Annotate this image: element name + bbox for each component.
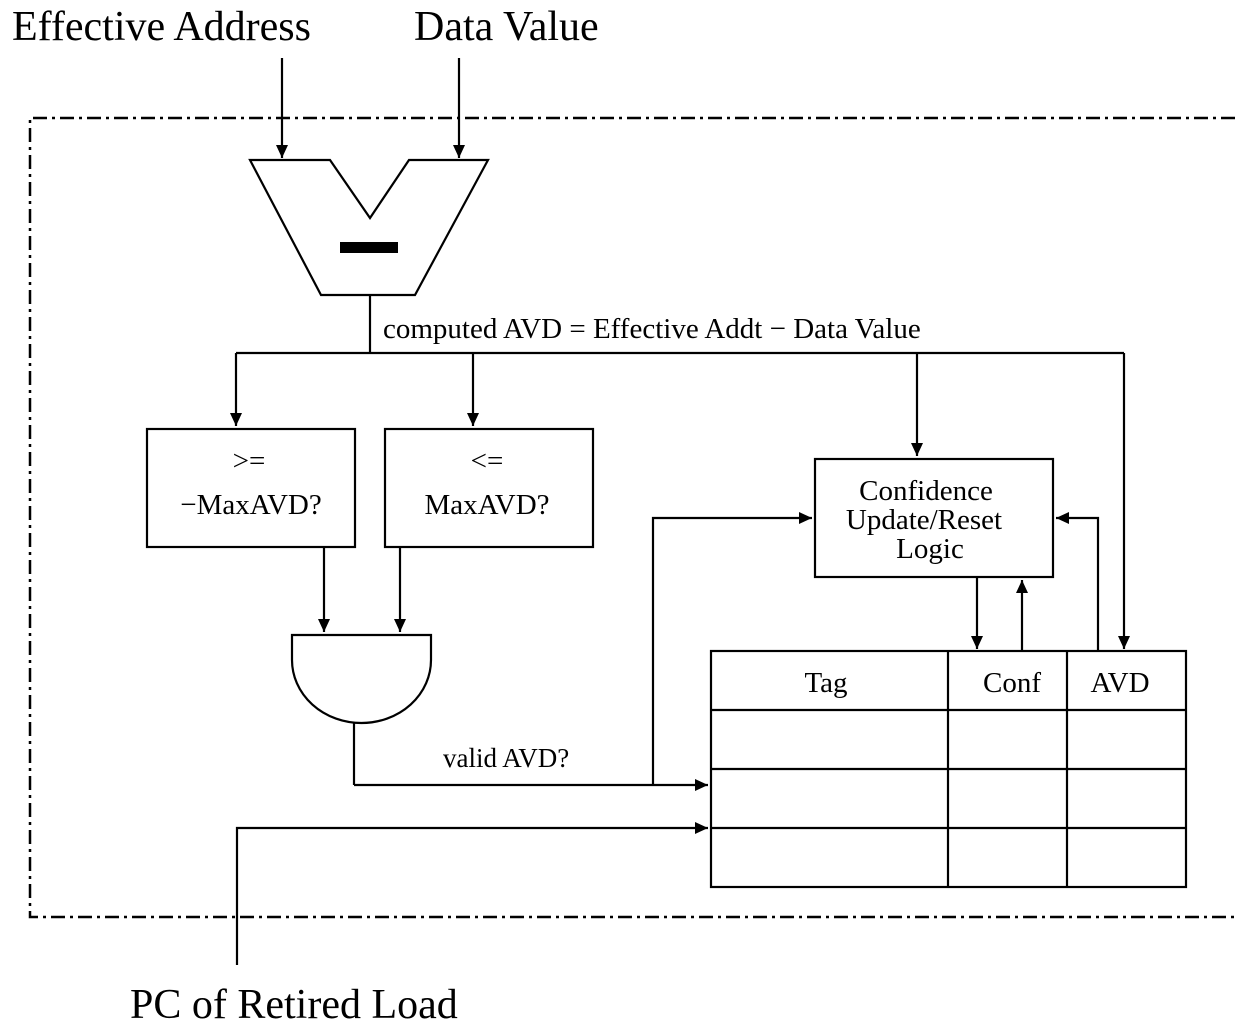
- confidence-logic-line2: Update/Reset: [846, 504, 1002, 536]
- valid-to-confidence-line: [651, 512, 812, 785]
- le-comparator-label: MaxAVD?: [424, 489, 549, 521]
- le-comparator-box: [383, 427, 595, 549]
- confidence-logic-line1: Confidence: [859, 475, 993, 507]
- ge-comparator-box: [145, 427, 357, 549]
- subtractor-unit: [248, 158, 490, 297]
- ge-comparator-op: >=: [233, 445, 266, 477]
- table-header-conf: Conf: [983, 667, 1041, 699]
- confidence-logic-box: [813, 457, 1055, 579]
- le-comparator-op: <=: [471, 445, 504, 477]
- avd-table: [709, 649, 1188, 889]
- table-header-tag: Tag: [804, 667, 847, 699]
- enclosure-boundary: [28, 116, 1235, 919]
- table-header-avd: AVD: [1090, 667, 1149, 699]
- pc-retired-load-line: [235, 822, 708, 965]
- valid-avd-label: valid AVD?: [443, 743, 569, 773]
- and-gate: [290, 633, 433, 725]
- data-value-label: Data Value: [414, 4, 599, 50]
- ge-comparator-label: −MaxAVD?: [180, 489, 321, 521]
- pc-retired-load-label: PC of Retired Load: [130, 982, 458, 1025]
- minus-symbol: [340, 242, 398, 253]
- computed-avd-label: computed AVD = Effective Addt − Data Val…: [383, 313, 921, 345]
- confidence-logic-line3: Logic: [896, 533, 964, 565]
- effective-address-label: Effective Address: [12, 4, 311, 50]
- avd-to-logic-line: [1056, 512, 1100, 651]
